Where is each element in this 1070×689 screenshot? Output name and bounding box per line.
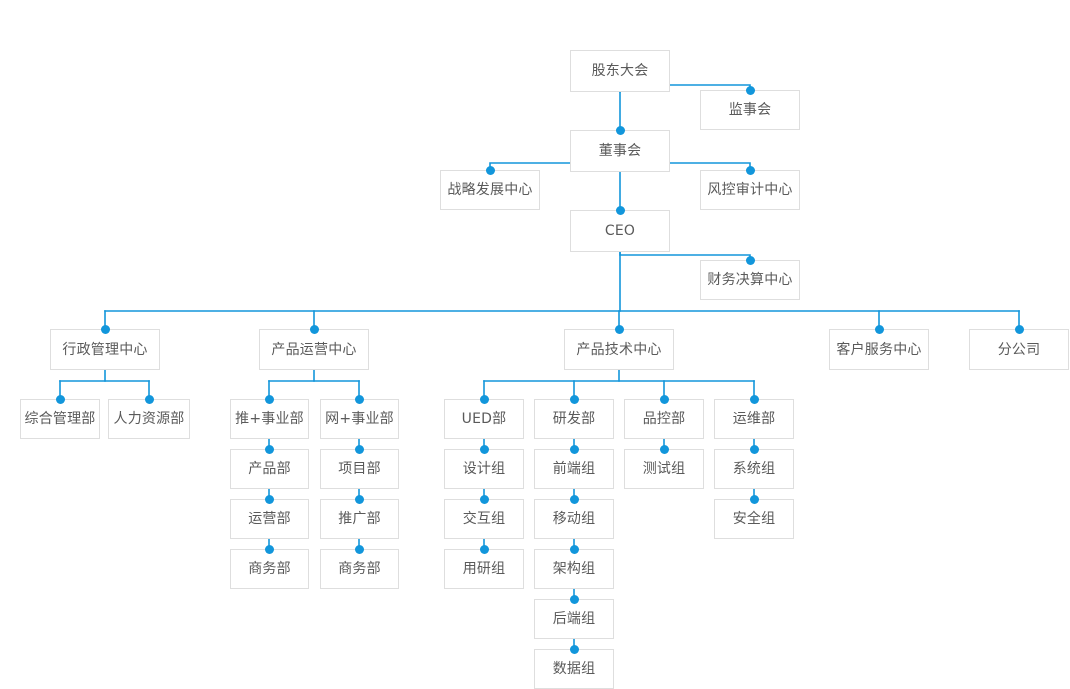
org-node-label-product-ops: 产品运营中心 xyxy=(271,341,357,358)
org-node-ops-maint-dept[interactable]: 运维部 xyxy=(714,399,794,439)
org-node-ceo[interactable]: CEO xyxy=(570,210,670,252)
org-node-operations-dept[interactable]: 运营部 xyxy=(230,499,309,539)
org-node-board[interactable]: 董事会 xyxy=(570,130,670,172)
org-node-business-dept-2[interactable]: 商务部 xyxy=(320,549,399,589)
org-node-label-security-group: 安全组 xyxy=(732,511,776,527)
org-node-project-dept[interactable]: 项目部 xyxy=(320,449,399,489)
org-node-label-human-resources: 人力资源部 xyxy=(113,411,185,427)
org-node-label-frontend-group: 前端组 xyxy=(552,461,596,477)
org-node-rnd-dept[interactable]: 研发部 xyxy=(534,399,614,439)
org-node-human-resources[interactable]: 人力资源部 xyxy=(108,399,190,439)
org-node-finance-center[interactable]: 财务决算中心 xyxy=(700,260,800,300)
org-node-label-business-dept-2: 商务部 xyxy=(338,561,381,577)
org-node-label-product-tech: 产品技术中心 xyxy=(576,341,662,358)
org-node-label-branch-company: 分公司 xyxy=(997,341,1041,358)
org-node-label-business-dept-1: 商务部 xyxy=(248,561,291,577)
org-node-label-ceo: CEO xyxy=(604,223,636,239)
org-node-tui-division[interactable]: 推+事业部 xyxy=(230,399,309,439)
org-node-label-risk-audit-center: 风控审计中心 xyxy=(707,182,793,198)
org-node-label-promotion-dept: 推广部 xyxy=(338,511,381,527)
org-node-product-dept[interactable]: 产品部 xyxy=(230,449,309,489)
org-node-label-admin-center: 行政管理中心 xyxy=(62,341,148,358)
org-node-system-group[interactable]: 系统组 xyxy=(714,449,794,489)
org-node-label-user-research: 用研组 xyxy=(462,561,506,577)
org-node-label-ops-maint-dept: 运维部 xyxy=(732,411,776,427)
org-node-label-ued-dept: UED部 xyxy=(461,411,507,427)
org-node-design-group[interactable]: 设计组 xyxy=(444,449,524,489)
org-node-label-test-group: 测试组 xyxy=(642,461,686,477)
org-node-label-product-dept: 产品部 xyxy=(248,461,291,477)
org-node-user-research[interactable]: 用研组 xyxy=(444,549,524,589)
org-node-label-rnd-dept: 研发部 xyxy=(552,411,596,427)
org-node-admin-center[interactable]: 行政管理中心 xyxy=(50,329,160,370)
org-node-ued-dept[interactable]: UED部 xyxy=(444,399,524,439)
org-node-customer-service[interactable]: 客户服务中心 xyxy=(829,329,929,370)
org-node-product-tech[interactable]: 产品技术中心 xyxy=(564,329,674,370)
org-node-label-data-group: 数据组 xyxy=(552,661,596,677)
org-node-general-admin[interactable]: 综合管理部 xyxy=(20,399,100,439)
org-node-risk-audit-center[interactable]: 风控审计中心 xyxy=(700,170,800,210)
org-node-label-interaction-group: 交互组 xyxy=(462,511,506,527)
org-node-security-group[interactable]: 安全组 xyxy=(714,499,794,539)
org-node-label-general-admin: 综合管理部 xyxy=(24,411,96,427)
org-node-label-operations-dept: 运营部 xyxy=(248,511,291,527)
org-node-label-system-group: 系统组 xyxy=(732,461,776,477)
org-node-interaction-group[interactable]: 交互组 xyxy=(444,499,524,539)
org-node-label-architecture-group: 架构组 xyxy=(552,561,596,577)
org-node-label-mobile-group: 移动组 xyxy=(552,511,596,527)
org-node-label-finance-center: 财务决算中心 xyxy=(707,272,793,288)
org-node-frontend-group[interactable]: 前端组 xyxy=(534,449,614,489)
org-node-label-strategy-center: 战略发展中心 xyxy=(447,182,533,198)
org-node-label-supervisors: 监事会 xyxy=(728,102,772,118)
org-node-label-tui-division: 推+事业部 xyxy=(235,411,304,427)
org-node-promotion-dept[interactable]: 推广部 xyxy=(320,499,399,539)
org-node-strategy-center[interactable]: 战略发展中心 xyxy=(440,170,540,210)
org-node-wang-division[interactable]: 网+事业部 xyxy=(320,399,399,439)
org-node-label-shareholders: 股东大会 xyxy=(591,63,649,79)
org-node-branch-company[interactable]: 分公司 xyxy=(969,329,1069,370)
org-node-qc-dept[interactable]: 品控部 xyxy=(624,399,704,439)
org-node-label-board: 董事会 xyxy=(598,143,642,159)
org-node-label-backend-group: 后端组 xyxy=(552,611,596,627)
org-node-supervisors[interactable]: 监事会 xyxy=(700,90,800,130)
org-node-test-group[interactable]: 测试组 xyxy=(624,449,704,489)
org-node-label-wang-division: 网+事业部 xyxy=(325,411,394,427)
org-node-product-ops[interactable]: 产品运营中心 xyxy=(259,329,369,370)
org-node-label-customer-service: 客户服务中心 xyxy=(836,341,922,358)
org-node-label-qc-dept: 品控部 xyxy=(642,411,686,427)
org-node-architecture-group[interactable]: 架构组 xyxy=(534,549,614,589)
org-node-shareholders[interactable]: 股东大会 xyxy=(570,50,670,92)
org-node-label-project-dept: 项目部 xyxy=(338,461,381,477)
org-node-label-design-group: 设计组 xyxy=(462,461,506,477)
org-node-mobile-group[interactable]: 移动组 xyxy=(534,499,614,539)
org-node-business-dept-1[interactable]: 商务部 xyxy=(230,549,309,589)
org-node-data-group[interactable]: 数据组 xyxy=(534,649,614,689)
org-node-backend-group[interactable]: 后端组 xyxy=(534,599,614,639)
